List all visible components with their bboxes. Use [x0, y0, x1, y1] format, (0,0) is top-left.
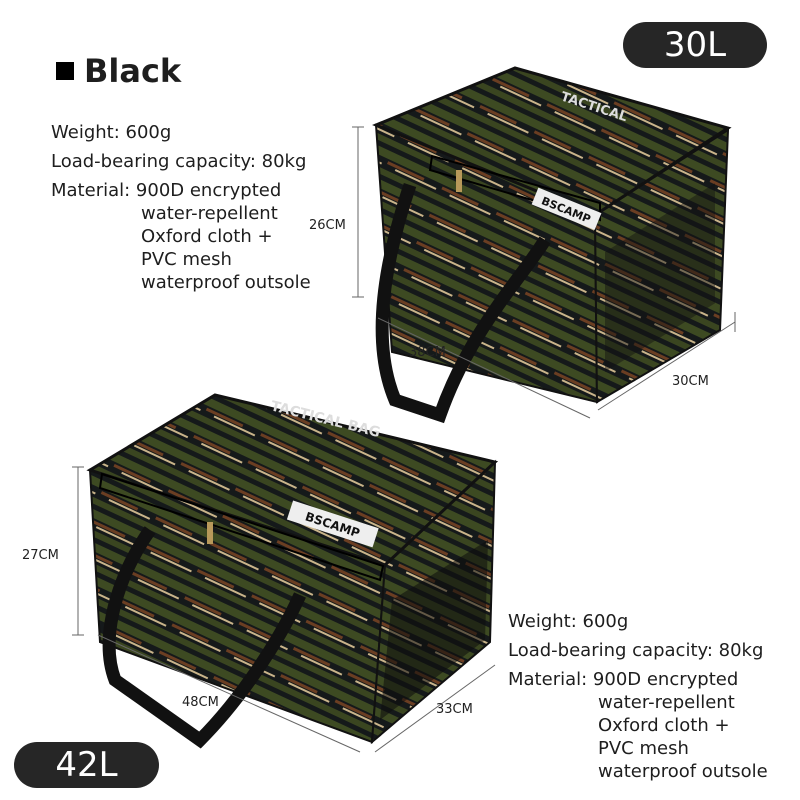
- bag-42l-handle: [102, 526, 306, 749]
- dim-length-30l: 38CM: [409, 345, 446, 360]
- bag-30l-top-face: [372, 66, 732, 217]
- color-name: Black: [84, 52, 182, 90]
- specs-42l: Weight: 600g Load-bearing capacity: 80kg…: [508, 610, 768, 783]
- dim-width-42l: 33CM: [436, 702, 473, 717]
- specs-30l: Weight: 600g Load-bearing capacity: 80kg…: [51, 121, 311, 294]
- capacity-badge-30l: 30L: [623, 22, 767, 68]
- bag-42l: BSCAMP TACTICAL BAG: [86, 393, 499, 749]
- spec-material: Material: 900D encrypted: [51, 180, 282, 201]
- dim-length-42l: 48CM: [182, 695, 219, 710]
- spec-material-line: Oxford cloth +: [141, 226, 273, 247]
- spec-material-line: waterproof outsole: [141, 272, 311, 293]
- bag-42l-mesh-pocket: [380, 540, 488, 720]
- zipper-pull: [456, 170, 462, 192]
- dimension-lines: [72, 126, 736, 753]
- spec-load: Load-bearing capacity: 80kg: [508, 640, 764, 661]
- spec-weight: Weight: 600g: [508, 611, 629, 632]
- spec-material-line: water-repellent: [598, 692, 735, 713]
- spec-load: Load-bearing capacity: 80kg: [51, 151, 307, 172]
- color-swatch-icon: [56, 62, 74, 80]
- bag-42l-top-face: [86, 393, 499, 567]
- zipper-pull: [207, 522, 213, 544]
- bag-30l-mesh-pocket: [605, 183, 715, 372]
- spec-material-line: water-repellent: [141, 203, 278, 224]
- spec-material-line: Oxford cloth +: [598, 715, 730, 736]
- bag-30l-handle: [375, 182, 551, 424]
- dim-width-30l: 30CM: [672, 374, 709, 389]
- spec-material: Material: 900D encrypted: [508, 669, 739, 690]
- dim-height-30l: 26CM: [309, 218, 346, 233]
- spec-material-line: waterproof outsole: [598, 761, 768, 782]
- capacity-badge-42l: 42L: [14, 742, 159, 788]
- bag-30l: BSCAMP TACTICAL: [372, 66, 732, 424]
- dim-height-42l: 27CM: [22, 548, 59, 563]
- spec-material-line: PVC mesh: [598, 738, 689, 759]
- spec-weight: Weight: 600g: [51, 122, 172, 143]
- spec-material-line: PVC mesh: [141, 249, 232, 270]
- color-label: Black: [56, 52, 181, 90]
